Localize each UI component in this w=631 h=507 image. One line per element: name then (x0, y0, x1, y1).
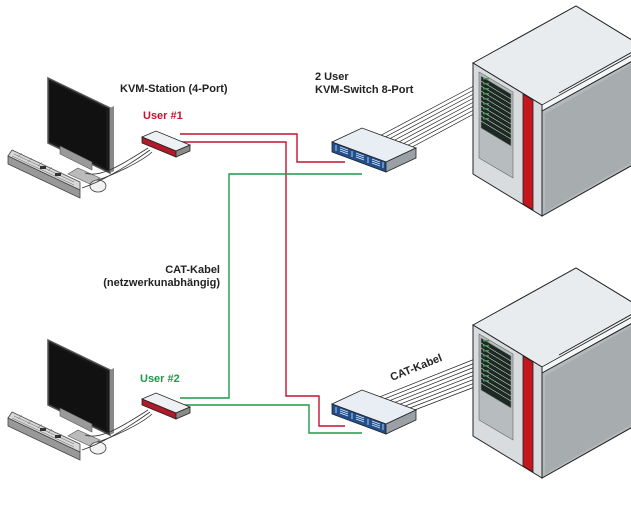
user2-cable-to-switch1 (180, 173, 362, 399)
cat-cable-label-line1: CAT-Kabel (165, 264, 220, 276)
cat-cable-rack-label: CAT-Kabel (389, 352, 444, 384)
cat-cable-label-line2: (netzwerkunabhängig) (103, 277, 220, 289)
kvm-station-label: KVM-Station (4-Port) (120, 83, 228, 95)
kvm-switch-2 (331, 389, 417, 435)
server-rack-2 (472, 267, 631, 479)
user1-cable-to-switch1 (180, 133, 345, 163)
workstation-icon (7, 339, 153, 461)
kvm-switch-1 (331, 127, 417, 173)
kvm-switch-icon (331, 389, 417, 435)
kvm-station-user2 (141, 392, 191, 420)
server-rack-icon (472, 267, 631, 479)
user1-label: User #1 (143, 110, 183, 122)
user1-cables (180, 133, 345, 427)
kvm-switch-icon (331, 127, 417, 173)
kvm-station-user1 (141, 130, 191, 158)
kvm-switch-label-line1: 2 User (315, 71, 349, 83)
workstation-icon (7, 77, 153, 199)
kvm-switch-label-line2: KVM-Switch 8-Port (315, 84, 414, 96)
user2-cables (180, 173, 362, 434)
server-rack-icon (472, 5, 631, 217)
kvm-extender-icon (141, 130, 191, 158)
server-rack-1 (472, 5, 631, 217)
user2-cable-to-switch2 (180, 404, 362, 434)
workstation-user2 (7, 339, 153, 461)
user1-cable-to-switch2 (180, 141, 345, 427)
user2-label: User #2 (140, 373, 180, 385)
kvm-extender-icon (141, 392, 191, 420)
workstation-user1 (7, 77, 153, 199)
